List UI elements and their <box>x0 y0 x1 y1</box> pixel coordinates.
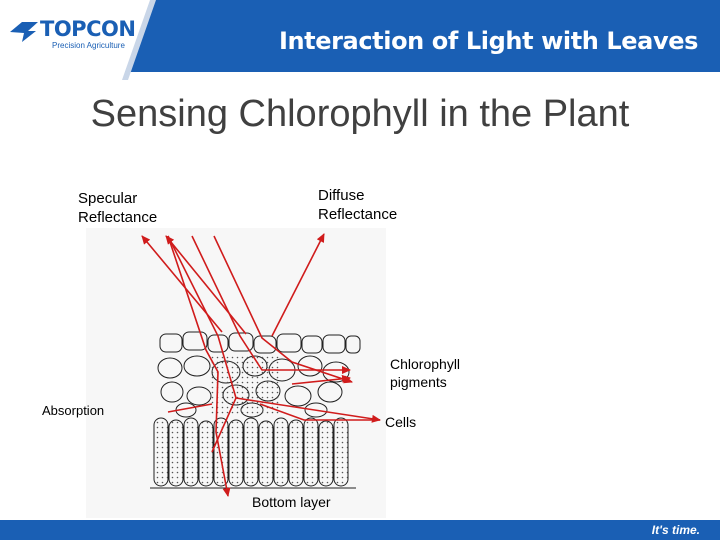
upper-epidermis <box>159 331 361 354</box>
absorption-pointer <box>167 403 213 413</box>
header-title: Interaction of Light with Leaves <box>278 27 698 55</box>
brand-name: TOPCON <box>40 17 136 41</box>
header-bar: TOPCON Precision Agriculture Interaction… <box>0 0 720 80</box>
mesophyll <box>157 354 350 418</box>
bottom-layer-label: Bottom layer <box>252 494 331 510</box>
bottom-ray <box>167 235 231 497</box>
lower-cells <box>153 417 349 487</box>
brand-division: Precision Agriculture <box>52 41 125 50</box>
incident-ray-3 <box>213 235 353 384</box>
cells-ray <box>235 397 381 423</box>
topcon-logo-icon <box>10 22 38 42</box>
leaf-tissue <box>150 331 361 489</box>
light-rays <box>141 233 381 497</box>
diffuse-ray <box>271 233 325 337</box>
footer-bar <box>0 520 720 540</box>
incident-ray-2 <box>191 235 351 374</box>
specular-ray-2 <box>165 235 247 335</box>
cells-ray-2 <box>259 403 380 421</box>
slide-title: Sensing Chlorophyll in the Plant <box>90 93 630 135</box>
cells-label: Cells <box>385 414 417 430</box>
incident-ray-1 <box>167 235 237 453</box>
absorption-label: Absorption <box>42 403 105 418</box>
pigment-ray <box>291 374 351 385</box>
header-background <box>0 0 720 80</box>
tagline: It's time. <box>651 523 700 537</box>
